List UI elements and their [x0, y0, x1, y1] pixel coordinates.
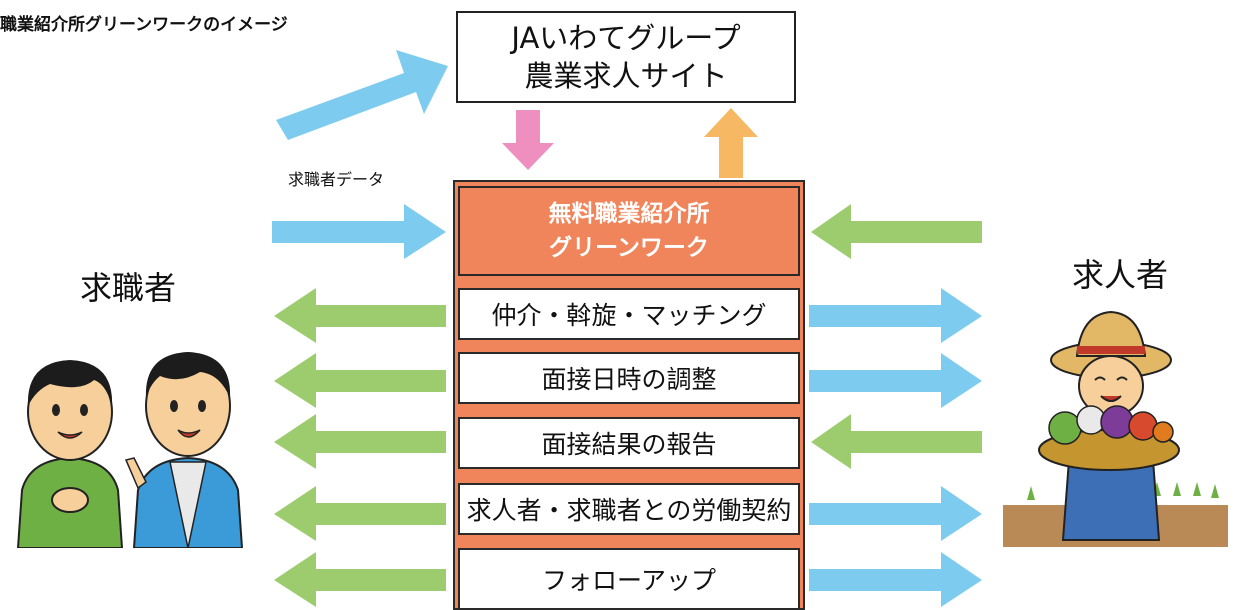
job-seeker-green-figure [16, 360, 124, 548]
task-box-follow-up: フォローアップ [458, 548, 800, 610]
left-arrow-row-4 [274, 486, 446, 541]
applicant-data-label: 求職者データ [288, 170, 385, 189]
site-line-1: JAいわてグループ [511, 21, 741, 55]
radish-sprouts [1027, 482, 1219, 500]
task-box-labor-contract: 求人者・求職者との労働契約 [458, 483, 800, 535]
task-box-interview-result: 面接結果の報告 [458, 417, 800, 469]
right-arrow-row-1 [809, 288, 982, 343]
right-arrow-row-5 [809, 552, 982, 607]
left-arrow-row-3 [274, 414, 446, 469]
up-arrow-gold [704, 108, 758, 178]
task-box-matching: 仲介・斡旋・マッチング [458, 288, 800, 340]
right-arrow-row-4 [809, 486, 982, 541]
left-arrow-row-5 [274, 552, 446, 607]
agency-title-box: 無料職業紹介所 グリーンワーク [458, 186, 800, 276]
left-arrow-from-employer-row-3 [811, 414, 982, 469]
farmer-illustration [1003, 310, 1228, 547]
left-arrow-row-2 [274, 353, 446, 408]
diagonal-arrow-to-site [276, 50, 448, 140]
farmer-figure [1050, 310, 1172, 541]
left-arrow-into-title [811, 204, 982, 259]
job-seekers-illustration [16, 352, 244, 548]
vegetable-basket-icon [1038, 405, 1180, 471]
agency-title-line-2: グリーンワーク [549, 235, 709, 261]
right-arrow-row-2 [809, 353, 982, 408]
diagram-heading: 職業紹介所グリーンワークのイメージ [0, 15, 288, 35]
site-line-2: 農業求人サイト [524, 59, 728, 93]
down-arrow-pink [502, 110, 554, 170]
recruitment-site-box: JAいわてグループ 農業求人サイト [456, 11, 796, 103]
employer-label: 求人者 [1072, 256, 1169, 294]
left-arrow-row-1 [274, 288, 446, 343]
agency-title-line-1: 無料職業紹介所 [548, 201, 710, 227]
task-box-interview-schedule: 面接日時の調整 [458, 352, 800, 404]
right-arrow-data [272, 204, 446, 259]
job-seeker-label: 求職者 [80, 269, 177, 307]
job-seeker-blue-figure [124, 352, 244, 548]
